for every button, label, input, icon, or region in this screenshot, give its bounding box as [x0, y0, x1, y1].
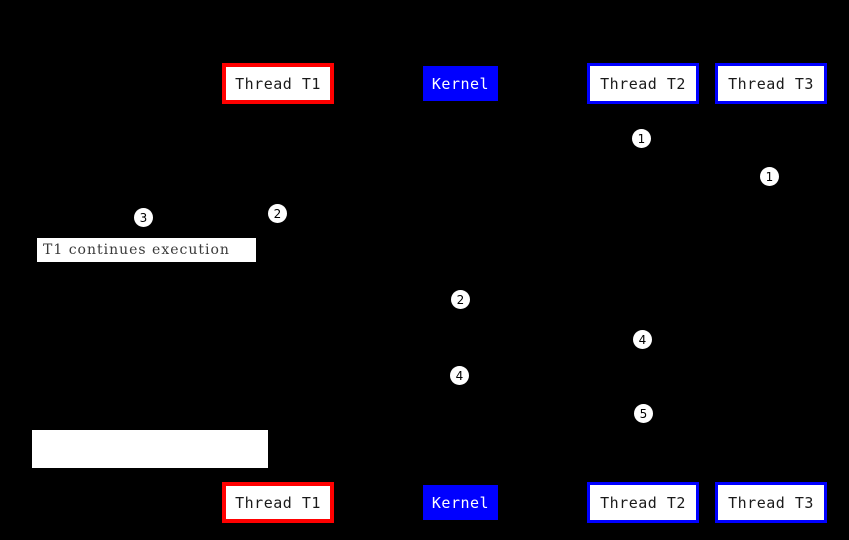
participant-bottom-thread-t2[interactable]: Thread T2	[587, 482, 699, 523]
note-blank	[32, 430, 268, 468]
participant-top-kernel[interactable]: Kernel	[423, 66, 498, 101]
message-t3-to-kernel	[460, 177, 770, 179]
participant-label: Thread T1	[235, 493, 321, 512]
participant-bottom-kernel[interactable]: Kernel	[423, 485, 498, 520]
message-t2-to-kernel	[460, 139, 642, 141]
participant-top-thread-t3[interactable]: Thread T3	[715, 63, 827, 104]
lifeline-thread-t3	[770, 104, 772, 482]
lifeline-thread-t1	[277, 104, 279, 482]
step-marker-1: 1	[632, 129, 651, 148]
message-kernel-to-t2	[460, 339, 642, 341]
message-kernel-to-t1	[277, 214, 460, 216]
participant-top-thread-t2[interactable]: Thread T2	[587, 63, 699, 104]
step-marker-3: 3	[134, 208, 153, 227]
step-marker-2: 2	[451, 290, 470, 309]
participant-bottom-thread-t3[interactable]: Thread T3	[715, 482, 827, 523]
message-t2-return	[460, 413, 642, 415]
step-marker-4: 4	[633, 330, 652, 349]
step-marker-4: 4	[450, 366, 469, 385]
message-t1-to-kernel	[277, 299, 460, 301]
note-text: T1 continues execution	[43, 242, 230, 258]
message-t1-return	[277, 376, 460, 378]
participant-label: Kernel	[431, 493, 490, 512]
participant-label: Thread T2	[600, 493, 686, 512]
step-marker-1: 1	[760, 167, 779, 186]
participant-top-thread-t1[interactable]: Thread T1	[222, 63, 334, 104]
participant-bottom-thread-t1[interactable]: Thread T1	[222, 482, 334, 523]
participant-label: Kernel	[431, 74, 490, 93]
participant-label: Thread T3	[728, 493, 814, 512]
lifeline-thread-t2	[642, 104, 644, 482]
participant-label: Thread T2	[600, 74, 686, 93]
step-marker-5: 5	[634, 404, 653, 423]
step-marker-2: 2	[268, 204, 287, 223]
participant-label: Thread T1	[235, 74, 321, 93]
note-t1-continues-execution: T1 continues execution	[36, 237, 257, 263]
participant-label: Thread T3	[728, 74, 814, 93]
